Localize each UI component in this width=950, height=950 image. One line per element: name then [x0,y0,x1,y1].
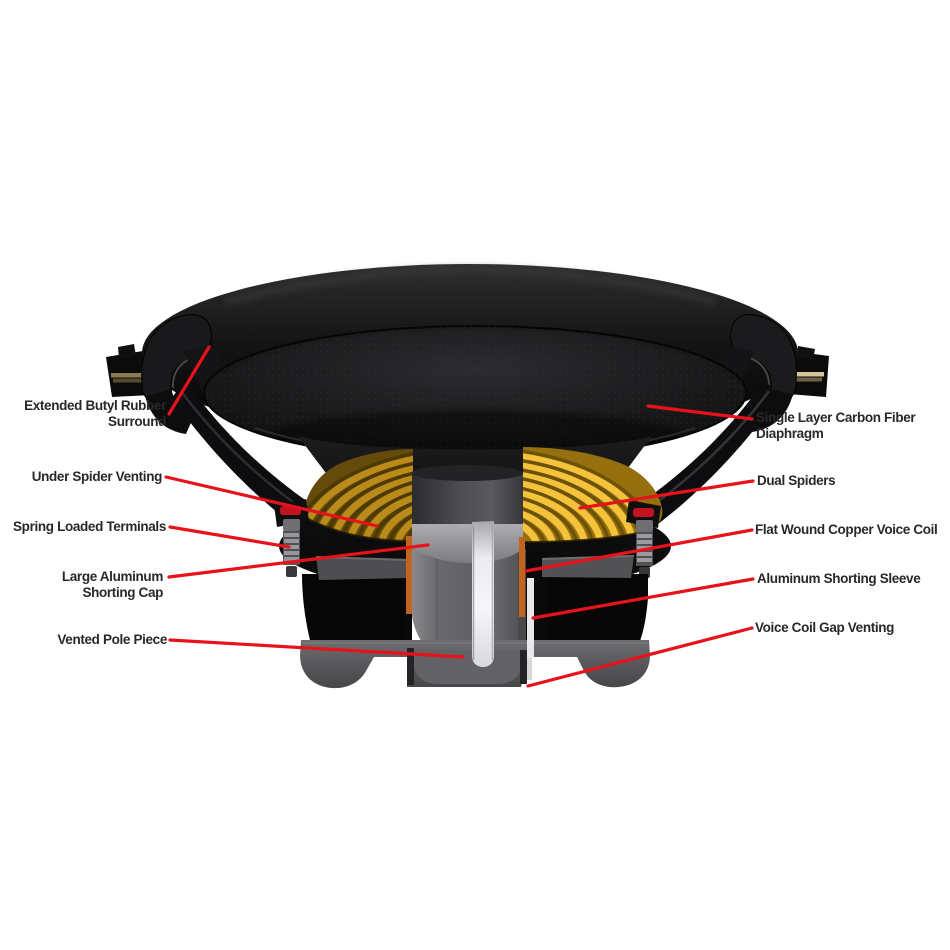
label-text-line: Under Spider Venting [31,469,163,484]
label-under-spider-venting: Under Spider Venting [31,469,163,485]
label-large-aluminum-shorting-cap: Large Aluminum Shorting Cap [62,569,163,601]
voice-coil-right [519,537,525,617]
spider-right-edge [522,530,648,543]
top-plate-right [542,555,634,578]
magnet-right [547,574,648,648]
gasket-tab-right [788,346,829,397]
leader-under-spider-venting [164,475,379,528]
leader-dual-spiders [578,479,755,510]
leader-spring-loaded-terminals [168,525,291,549]
label-extended-butyl-rubber-surround: Extended Butyl Rubber Surround [24,398,166,430]
label-aluminum-shorting-sleeve: Aluminum Shorting Sleeve [757,571,921,587]
label-flat-wound-copper-voice-coil: Flat Wound Copper Voice Coil [755,522,938,538]
terminal-left [274,499,309,577]
leader-aluminum-shorting-sleeve [531,577,755,620]
label-text-line: Shorting Cap [82,585,163,600]
magnet-left [302,574,403,648]
label-text-line: Large Aluminum [61,569,163,584]
pole-foot [414,650,521,684]
leader-flat-wound-copper-voice-coil [524,528,754,573]
label-text-line: Spring Loaded Terminals [13,519,166,534]
leader-single-layer-carbon-fiber-diaphragm [646,404,754,421]
label-text-line: Surround [108,414,166,429]
leader-extended-butyl-rubber-surround [167,345,211,416]
voice-coil-left [406,536,412,614]
label-text-line: Aluminum Shorting Sleeve [757,571,921,586]
label-dual-spiders: Dual Spiders [757,473,836,489]
vent-slit-right [520,650,527,684]
label-voice-coil-gap-venting: Voice Coil Gap Venting [755,620,894,636]
leader-lines [164,345,755,688]
surround-roll-left [141,314,243,434]
label-text-line: Diaphragm [756,426,824,441]
top-plate-left [316,556,408,580]
label-vented-pole-piece: Vented Pole Piece [57,632,167,648]
leader-large-aluminum-shorting-cap [167,543,430,579]
spider-left-edge [302,515,414,542]
shorting-sleeve [527,578,534,658]
label-text-line: Vented Pole Piece [57,632,167,647]
leader-voice-coil-gap-venting [526,626,754,688]
shorting-cap [412,473,523,536]
vent-slit-left [407,648,414,685]
pole-vent-bore [472,521,494,667]
label-spring-loaded-terminals: Spring Loaded Terminals [13,519,166,535]
label-text-line: Flat Wound Copper Voice Coil [755,522,938,537]
label-text-line: Dual Spiders [757,473,836,488]
label-text-line: Extended Butyl Rubber [24,398,166,413]
shorting-cap-cut-face [412,524,523,564]
leader-vented-pole-piece [168,638,465,659]
pole-column-left [412,547,472,654]
label-single-layer-carbon-fiber-diaphragm: Single Layer Carbon Fiber Diaphragm [756,410,916,442]
label-text-line: Single Layer Carbon Fiber [756,410,916,425]
label-text-line: Voice Coil Gap Venting [755,620,895,635]
gasket-tab-left [106,344,151,397]
pole-column-right [494,549,518,654]
